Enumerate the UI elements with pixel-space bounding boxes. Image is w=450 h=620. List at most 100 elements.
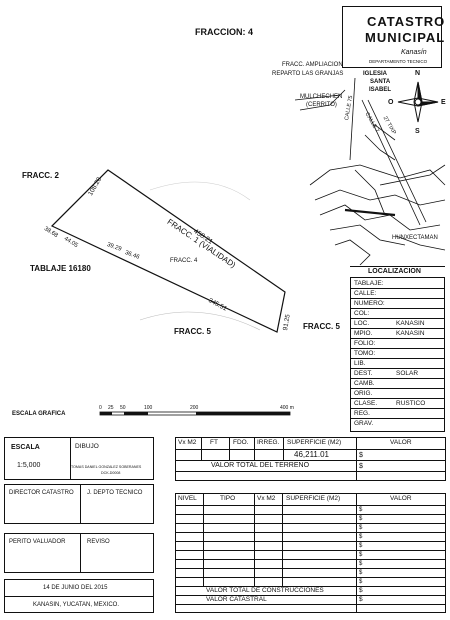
scale-tick-200: 200 (190, 405, 199, 411)
loc-label-folio: FOLIO: (354, 340, 376, 347)
fracc5-label-a: FRACC. 5 (174, 327, 211, 336)
fraccion-title: FRACCION: 4 (195, 27, 253, 37)
terreno-table: Vx M2 FT FDO. IRREG. SUPERFICIE (M2) VAL… (175, 437, 446, 481)
director-label: DIRECTOR CATASTRO (9, 490, 74, 496)
loc-value-loc: KANASIN (396, 320, 425, 327)
loc-label-calle: CALLE: (354, 290, 377, 297)
catastral-dollar: $ (359, 596, 363, 603)
localizacion-grid: TABLAJE: CALLE: NUMERO: COL: LOC. KANASI… (350, 277, 445, 432)
terreno-dollar: $ (359, 452, 363, 459)
parcel-outline (50, 169, 286, 333)
escala-dibujo-box: ESCALA 1:5,000 DIBUJO TOMAS DANIEL GONZA… (4, 437, 154, 480)
loc-label-tablaje: TABLAJE: (354, 280, 384, 287)
fecha-text: 14 DE JUNIO DEL 2015 (43, 585, 108, 591)
loc-label-col: COL: (354, 310, 370, 317)
jdepto-label: J. DEPTO TECNICO (87, 490, 143, 496)
loc-label-orig: ORIG. (354, 390, 373, 397)
fecha-box: 14 DE JUNIO DEL 2015 KANASIN, YUCATAN, M… (4, 579, 154, 613)
catastral-label: VALOR CATASTRAL (206, 596, 267, 603)
compass-n: N (415, 70, 421, 77)
logo-line-3: Kanasín (401, 49, 427, 56)
map-label-cerrito: (CERRITO) (306, 102, 337, 108)
loc-label-clase: CLASE. (354, 400, 378, 407)
catastro-logo: CATASTRO MUNICIPAL Kanasín DEPARTAMENTO … (342, 6, 446, 68)
map-label-reparto: REPARTO LAS GRANJAS (272, 71, 344, 77)
scale-tick-25: 25 (108, 405, 114, 411)
constr-dollar-4: $ (359, 534, 363, 540)
escala-grafica-label: ESCALA GRAFICA (12, 411, 66, 417)
reviso-label: REVISO (87, 539, 110, 545)
constr-dollar-9: $ (359, 579, 363, 585)
constr-dollar-3: $ (359, 525, 363, 531)
logo-line-2: MUNICIPAL (365, 30, 446, 45)
terreno-h-vxm2: Vx M2 (178, 439, 197, 446)
loc-value-dest: SOLAR (396, 370, 419, 377)
logo-line-1: CATASTRO (367, 14, 446, 29)
loc-value-clase: RUSTICO (396, 400, 426, 407)
constr-h-valor: VALOR (390, 495, 412, 502)
map-label-santa: SANTA (370, 79, 391, 85)
constr-dollar-5: $ (359, 543, 363, 549)
terreno-total-label: VALOR TOTAL DEL TERRENO (211, 462, 310, 469)
map-label-isabel: ISABEL (369, 87, 392, 93)
constr-dollar-2: $ (359, 516, 363, 522)
compass-e: E (441, 99, 446, 106)
construcciones-table: NIVEL TIPO Vx M2 SUPERFICIE (M2) VALOR $… (175, 493, 446, 613)
loc-label-tomo: TOMO: (354, 350, 376, 357)
fracc2-label: FRACC. 2 (22, 171, 59, 180)
scale-tick-100: 100 (144, 405, 153, 411)
terreno-h-irreg: IRREG. (257, 439, 280, 446)
constr-h-vxm2: Vx M2 (257, 495, 276, 502)
dibujo-name: TOMAS DANIEL GONZALEZ SOBERANES (71, 465, 142, 469)
localizacion-table: LOCALIZACION TABLAJE: CALLE: NUMERO: COL… (350, 266, 445, 432)
terreno-total-dollar: $ (359, 463, 363, 470)
loc-label-lib: LIB. (354, 360, 366, 367)
localizacion-title: LOCALIZACION (368, 268, 421, 275)
dibujo-code: DCK-D0008 (101, 471, 121, 475)
loc-label-mpio: MPIO. (354, 330, 373, 337)
loc-label-camb: CAMB. (354, 380, 375, 387)
map-label-ampliacion: FRACC. AMPLIACION (282, 62, 343, 68)
map-label-iglesia: IGLESIA (363, 71, 388, 77)
perito-box: PERITO VALUADOR REVISO (4, 533, 154, 573)
director-box: DIRECTOR CATASTRO J. DEPTO TECNICO (4, 484, 154, 524)
perito-label: PERITO VALUADOR (9, 539, 66, 545)
escala-value: 1:5,000 (17, 462, 41, 469)
lugar-text: KANASIN, YUCATAN, MEXICO. (33, 602, 120, 608)
loc-label-loc: LOC. (354, 320, 370, 327)
scale-tick-400: 400 m (280, 405, 294, 411)
map-label-hunxectaman: HUNXECTAMAN (392, 235, 438, 241)
loc-value-mpio: KANASIN (396, 330, 425, 337)
fracc4-inner-label: FRACC. 4 (170, 258, 198, 264)
compass-icon (397, 81, 439, 123)
map-label-mulchechen: MULCHECHEN (300, 94, 343, 100)
fracc5-label-b: FRACC. 5 (303, 322, 340, 331)
terreno-h-valor: VALOR (390, 439, 412, 446)
dibujo-label: DIBUJO (75, 443, 99, 450)
constr-h-superficie: SUPERFICIE (M2) (286, 495, 341, 502)
terreno-h-superficie: SUPERFICIE (M2) (287, 439, 342, 446)
terreno-superficie-value: 46,211.01 (294, 450, 329, 459)
loc-label-dest: DEST. (354, 370, 373, 377)
scale-tick-50: 50 (120, 405, 126, 411)
constr-dollar-7: $ (359, 561, 363, 567)
constr-dollar-1: $ (359, 507, 363, 513)
terreno-h-ft: FT (210, 439, 218, 446)
constr-h-nivel: NIVEL (178, 495, 197, 502)
constr-total-label: VALOR TOTAL DE CONSTRUCCIONES (206, 587, 324, 594)
loc-label-grav: GRAV. (354, 420, 374, 427)
terreno-h-fdo: FDO. (233, 439, 249, 446)
constr-dollar-6: $ (359, 552, 363, 558)
compass-w: O (388, 99, 394, 106)
escala-label: ESCALA (11, 444, 40, 451)
location-map (294, 77, 446, 266)
loc-label-numero: NUMERO: (354, 300, 385, 307)
compass-s: S (415, 128, 420, 135)
constr-total-dollar: $ (359, 587, 363, 594)
scale-tick-0: 0 (99, 405, 102, 411)
constr-dollar-8: $ (359, 570, 363, 576)
loc-label-reg: REG. (354, 410, 370, 417)
logo-subtitle: DEPARTAMENTO TECNICO (369, 59, 428, 64)
constr-h-tipo: TIPO (220, 495, 236, 502)
